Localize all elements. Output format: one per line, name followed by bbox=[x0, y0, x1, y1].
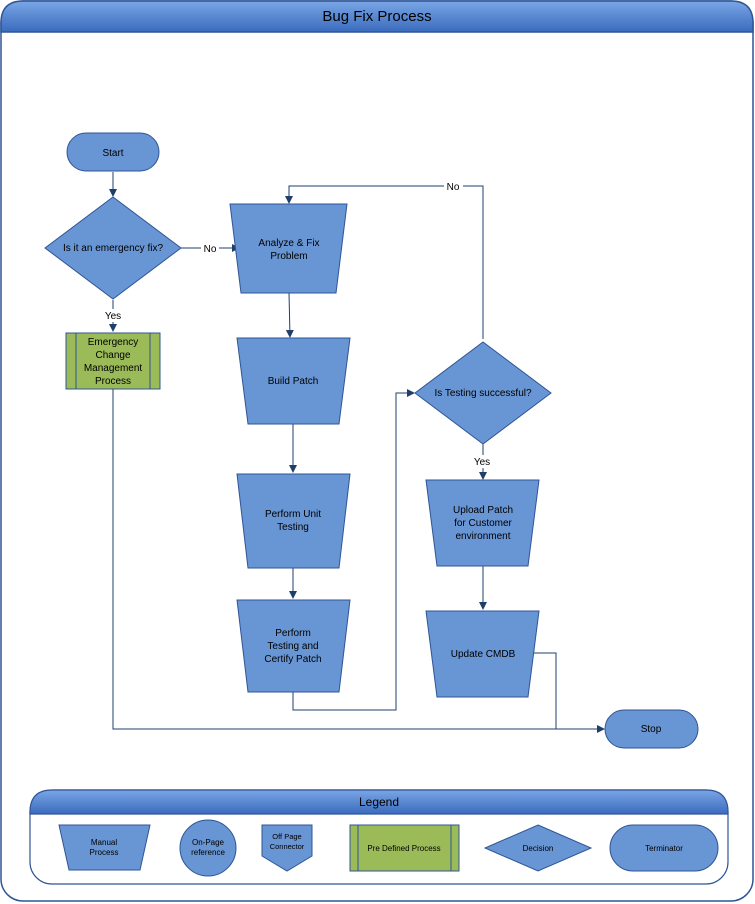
legend-predefined-process: Pre Defined Process bbox=[349, 824, 460, 872]
label-emergency-yes: Yes bbox=[105, 311, 121, 322]
legend-offpage-line-2: Connector bbox=[270, 842, 305, 851]
node-start: Start bbox=[66, 132, 160, 172]
legend-manual-line-1: Manual bbox=[91, 838, 117, 847]
legend-terminator-label: Terminator bbox=[645, 844, 683, 853]
node-emergency-decision: Is it an emergency fix? bbox=[44, 196, 182, 300]
node-build-patch: Build Patch bbox=[236, 337, 351, 425]
testing-decision-label: Is Testing successful? bbox=[434, 388, 532, 399]
legend-terminator: Terminator bbox=[609, 824, 719, 872]
certify-line-1: Perform bbox=[275, 628, 311, 639]
edge-testing-no bbox=[285, 185, 484, 339]
legend-manual-process: Manual Process bbox=[58, 824, 151, 871]
unit-line-1: Perform Unit bbox=[265, 509, 321, 520]
node-emergency-change-process: Emergency Change Management Process bbox=[65, 332, 161, 390]
node-analyze-fix: Analyze & Fix Problem bbox=[229, 203, 348, 294]
legend-header bbox=[29, 789, 729, 815]
upload-line-3: environment bbox=[455, 531, 510, 542]
title-bar bbox=[0, 0, 754, 33]
stop-label: Stop bbox=[641, 724, 662, 735]
emergency-change-line-1: Emergency bbox=[88, 337, 139, 348]
legend-onpage-line-1: On-Page bbox=[192, 838, 225, 847]
emergency-change-line-4: Process bbox=[95, 376, 131, 387]
upload-line-1: Upload Patch bbox=[453, 505, 513, 516]
edge-emergency-to-stop bbox=[112, 389, 605, 733]
legend-decision: Decision bbox=[483, 824, 593, 872]
emergency-decision-label: Is it an emergency fix? bbox=[63, 243, 163, 254]
connectors bbox=[109, 172, 605, 733]
label-testing-yes: Yes bbox=[474, 457, 490, 468]
certify-line-3: Certify Patch bbox=[264, 654, 321, 665]
node-certify-patch: Perform Testing and Certify Patch bbox=[236, 599, 351, 693]
start-label: Start bbox=[102, 148, 123, 159]
emergency-change-line-3: Management bbox=[84, 363, 143, 374]
label-testing-no: No bbox=[447, 182, 460, 193]
cmdb-label: Update CMDB bbox=[451, 649, 516, 660]
node-testing-decision: Is Testing successful? bbox=[414, 341, 552, 445]
legend-manual-line-2: Process bbox=[90, 848, 119, 857]
unit-line-2: Testing bbox=[277, 522, 309, 533]
certify-line-2: Testing and bbox=[267, 641, 318, 652]
edge-analyze-to-build bbox=[285, 292, 294, 338]
legend: Legend Manual Process On-Page reference … bbox=[29, 789, 729, 885]
node-update-cmdb: Update CMDB bbox=[425, 610, 540, 698]
edge-certify-to-testing bbox=[292, 389, 415, 711]
analyze-line-1: Analyze & Fix bbox=[258, 238, 319, 249]
node-unit-testing: Perform Unit Testing bbox=[236, 473, 351, 569]
legend-decision-label: Decision bbox=[523, 844, 554, 853]
node-upload-patch: Upload Patch for Customer environment bbox=[425, 479, 540, 567]
legend-title: Legend bbox=[359, 795, 399, 809]
analyze-line-2: Problem bbox=[270, 251, 307, 262]
legend-off-page-connector: Off Page Connector bbox=[261, 824, 313, 872]
emergency-change-line-2: Change bbox=[95, 350, 130, 361]
build-label: Build Patch bbox=[268, 376, 319, 387]
upload-line-2: for Customer bbox=[454, 518, 512, 529]
edge-labels: No Yes No Yes bbox=[102, 180, 493, 468]
node-stop: Stop bbox=[604, 709, 699, 749]
page-title: Bug Fix Process bbox=[322, 8, 431, 25]
legend-onpage-line-2: reference bbox=[191, 848, 225, 857]
legend-predefined-label: Pre Defined Process bbox=[367, 844, 440, 853]
legend-on-page-reference: On-Page reference bbox=[179, 819, 237, 877]
edge-cmdb-to-stop bbox=[528, 652, 557, 729]
label-emergency-no: No bbox=[204, 244, 217, 255]
legend-offpage-line-1: Off Page bbox=[272, 832, 301, 841]
